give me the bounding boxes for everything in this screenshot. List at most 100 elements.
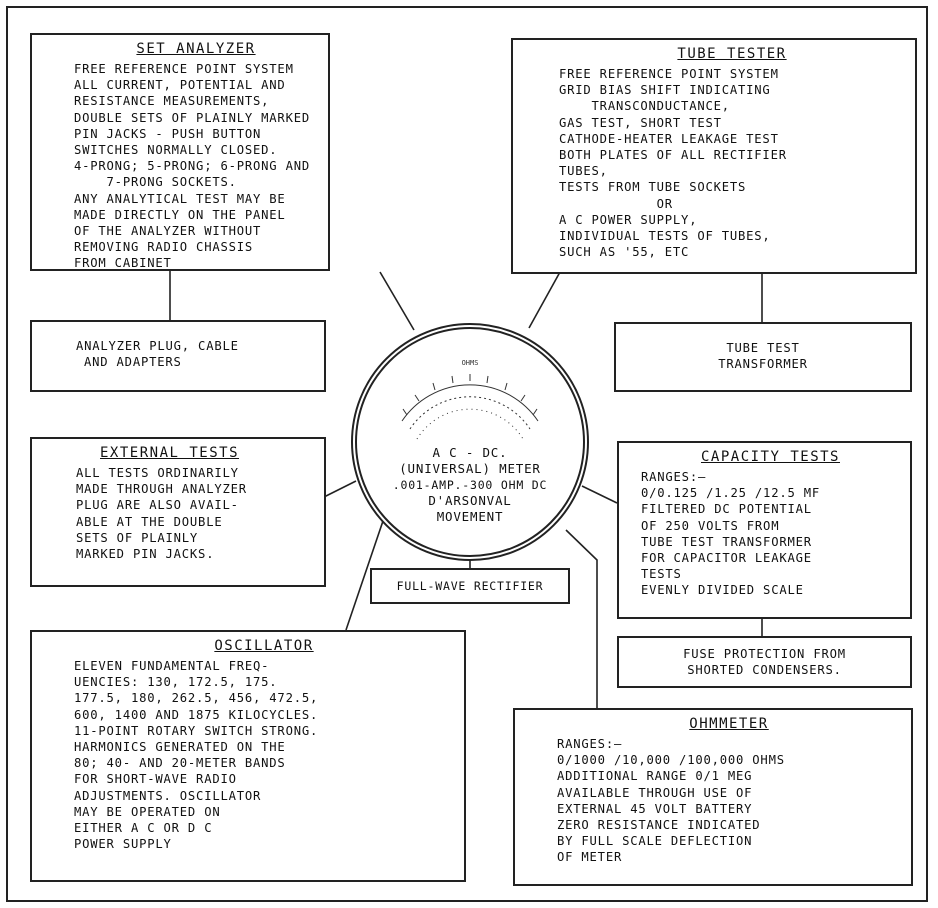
text-line: RESISTANCE MEASUREMENTS, (74, 94, 270, 109)
text-line: INDIVIDUAL TESTS OF TUBES, (559, 229, 771, 244)
text-line: 600, 1400 AND 1875 KILOCYCLES. (74, 707, 319, 722)
text-line: A C POWER SUPPLY, (559, 212, 698, 227)
text-line: 4-PRONG; 5-PRONG; 6-PRONG AND (74, 159, 310, 174)
meter-scale-label: OHMS (462, 359, 479, 367)
text-line: ADDITIONAL RANGE 0/1 MEG (557, 769, 753, 784)
text-line: A C - DC. (432, 445, 508, 460)
text-line: (UNIVERSAL) METER (399, 461, 541, 476)
meter-label: A C - DC. (UNIVERSAL) METER .001-AMP.-30… (357, 445, 583, 525)
text-line: FREE REFERENCE POINT SYSTEM (74, 62, 294, 76)
oscillator-body: ELEVEN FUNDAMENTAL FREQ- UENCIES: 130, 1… (74, 658, 454, 852)
text-line: HARMONICS GENERATED ON THE (74, 740, 286, 755)
text-line: CATHODE-HEATER LEAKAGE TEST (559, 131, 779, 146)
text-line: FOR SHORT-WAVE RADIO (74, 772, 237, 787)
ohmmeter-box: OHMMETER RANGES:— 0/1000 /10,000 /100,00… (513, 708, 913, 886)
connector-meter-ohmmeter (565, 529, 598, 708)
text-line: SHORTED CONDENSERS. (687, 663, 842, 678)
tube-tester-body: FREE REFERENCE POINT SYSTEM GRID BIAS SH… (559, 66, 905, 260)
text-line: TUBE TEST (726, 341, 800, 355)
fuse-protection-box: FUSE PROTECTION FROM SHORTED CONDENSERS. (617, 636, 912, 688)
text-line: AND ADAPTERS (84, 355, 182, 370)
text-line: OF 250 VOLTS FROM (641, 518, 780, 533)
text-line: OF METER (557, 850, 623, 865)
connector-capacity-meter (581, 485, 618, 504)
text-line: 7-PRONG SOCKETS. (74, 175, 237, 190)
external-tests-title: EXTERNAL TESTS (100, 445, 240, 461)
text-line: TRANSCONDUCTANCE, (559, 99, 730, 114)
text-line: OF THE ANALYZER WITHOUT (74, 224, 262, 239)
text-line: FUSE PROTECTION FROM (683, 647, 846, 661)
set-analyzer-title: SET ANALYZER (136, 41, 256, 57)
text-line: EXTERNAL 45 VOLT BATTERY (557, 801, 753, 816)
text-line: MAY BE OPERATED ON (74, 804, 221, 819)
text-line: ZERO RESISTANCE INDICATED (557, 818, 761, 833)
connector-set-analyzer-meter (379, 271, 415, 331)
text-line: REMOVING RADIO CHASSIS (74, 240, 254, 255)
set-analyzer-box: SET ANALYZER FREE REFERENCE POINT SYSTEM… (30, 33, 330, 271)
text-line: TESTS FROM TUBE SOCKETS (559, 180, 747, 195)
text-line: 0/1000 /10,000 /100,000 OHMS (557, 753, 785, 768)
text-line: RANGES:— (557, 737, 623, 751)
text-line: 80; 40- AND 20-METER BANDS (74, 756, 286, 771)
oscillator-title: OSCILLATOR (214, 638, 314, 654)
text-line: SWITCHES NORMALLY CLOSED. (74, 143, 278, 158)
text-line: EITHER A C OR D C (74, 821, 213, 836)
text-line: AVAILABLE THROUGH USE OF (557, 785, 753, 800)
text-line: ADJUSTMENTS. OSCILLATOR (74, 788, 262, 803)
text-line: MOVEMENT (436, 509, 504, 524)
set-analyzer-body: FREE REFERENCE POINT SYSTEM ALL CURRENT,… (74, 61, 318, 272)
diagram-frame (6, 6, 928, 902)
ohmmeter-title: OHMMETER (689, 716, 769, 732)
ohmmeter-body: RANGES:— 0/1000 /10,000 /100,000 OHMS AD… (557, 736, 901, 866)
text-line: FULL-WAVE RECTIFIER (396, 579, 544, 593)
text-line: UENCIES: 130, 172.5, 175. (74, 675, 278, 690)
text-line: ANALYZER PLUG, CABLE (76, 339, 239, 353)
text-line: 0/0.125 /1.25 /12.5 MF (641, 486, 821, 501)
text-line: POWER SUPPLY (74, 837, 172, 852)
external-tests-box: EXTERNAL TESTS ALL TESTS ORDINARILY MADE… (30, 437, 326, 587)
text-line: EVENLY DIVIDED SCALE (641, 583, 804, 598)
text-line: TUBES, (559, 164, 608, 179)
text-line: TRANSFORMER (718, 357, 808, 372)
tube-tester-title: TUBE TESTER (677, 46, 787, 62)
capacity-tests-title: CAPACITY TESTS (700, 449, 840, 465)
text-line: GRID BIAS SHIFT INDICATING (559, 83, 771, 98)
text-line: ABLE AT THE DOUBLE (76, 514, 223, 529)
meter-dial: OHMS A C - DC. (UNIVERSAL) METER .001-AM… (351, 323, 589, 561)
text-line: TESTS (641, 567, 682, 582)
connector-meter-oscillator (345, 517, 385, 631)
text-line: MARKED PIN JACKS. (76, 547, 215, 562)
text-line: FILTERED DC POTENTIAL (641, 502, 812, 517)
text-line: BY FULL SCALE DEFLECTION (557, 834, 753, 849)
oscillator-box: OSCILLATOR ELEVEN FUNDAMENTAL FREQ- UENC… (30, 630, 466, 882)
text-line: RANGES:— (641, 470, 707, 484)
text-line: PLUG ARE ALSO AVAIL- (76, 498, 239, 513)
text-line: BOTH PLATES OF ALL RECTIFIER (559, 148, 787, 163)
text-line: .001-AMP.-300 OHM DC (392, 478, 548, 492)
text-line: 11-POINT ROTARY SWITCH STRONG. (74, 723, 319, 738)
text-line: ANY ANALYTICAL TEST MAY BE (74, 191, 286, 206)
text-line: ELEVEN FUNDAMENTAL FREQ- (74, 659, 270, 673)
text-line: DOUBLE SETS OF PLAINLY MARKED (74, 110, 310, 125)
text-line: D'ARSONVAL (428, 493, 512, 508)
text-line: TUBE TEST TRANSFORMER (641, 534, 812, 549)
text-line: GAS TEST, SHORT TEST (559, 115, 722, 130)
external-tests-body: ALL TESTS ORDINARILY MADE THROUGH ANALYZ… (76, 465, 314, 562)
text-line: 177.5, 180, 262.5, 456, 472.5, (74, 691, 319, 706)
tube-tester-box: TUBE TESTER FREE REFERENCE POINT SYSTEM … (511, 38, 917, 274)
text-line: MADE THROUGH ANALYZER (76, 482, 247, 497)
text-line: OR (559, 196, 673, 211)
capacity-tests-body: RANGES:— 0/0.125 /1.25 /12.5 MF FILTERED… (641, 469, 900, 599)
tube-test-transformer-box: TUBE TEST TRANSFORMER (614, 322, 912, 392)
full-wave-rectifier-box: FULL-WAVE RECTIFIER (370, 568, 570, 604)
text-line: FOR CAPACITOR LEAKAGE (641, 551, 812, 566)
meter-scale-icon: OHMS (401, 359, 539, 440)
analyzer-plug-box: ANALYZER PLUG, CABLE AND ADAPTERS (30, 320, 326, 392)
text-line: FREE REFERENCE POINT SYSTEM (559, 67, 779, 81)
text-line: ALL CURRENT, POTENTIAL AND (74, 78, 286, 93)
connector-tube-tester-meter (528, 271, 561, 329)
text-line: SUCH AS '55, ETC (559, 245, 690, 260)
text-line: ALL TESTS ORDINARILY (76, 466, 239, 480)
text-line: FROM CABINET (74, 256, 172, 271)
